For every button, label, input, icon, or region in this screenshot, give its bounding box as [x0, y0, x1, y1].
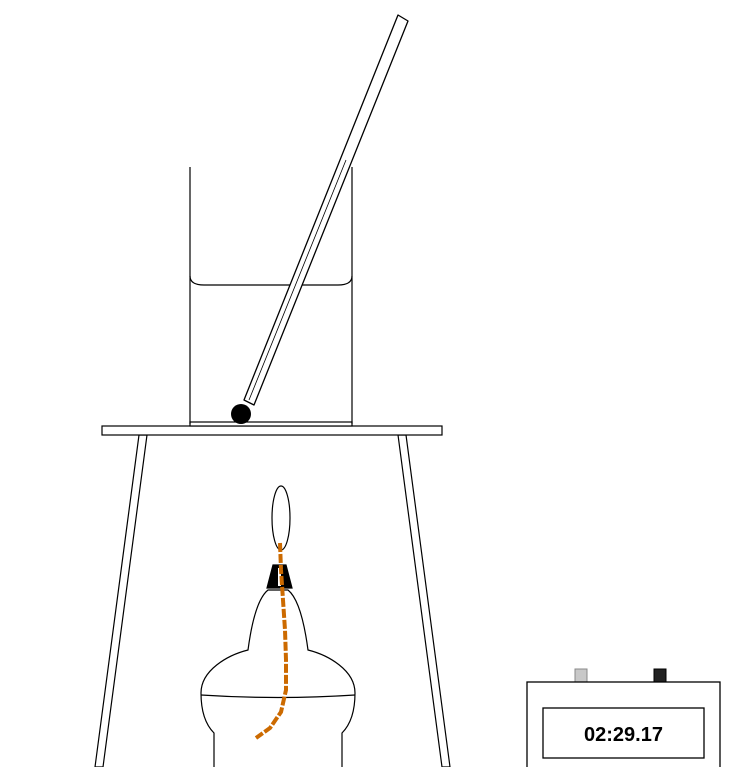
- burner-liquid-line: [200, 694, 356, 699]
- stopwatch: 02:29.17: [526, 668, 721, 767]
- stopwatch-time: 02:29.17: [584, 724, 663, 746]
- burner-body: [200, 589, 356, 767]
- water-meniscus: [189, 275, 353, 286]
- burner-flame: [271, 485, 291, 551]
- stopwatch-stop-button[interactable]: [653, 668, 667, 683]
- tripod-leg-right: [397, 434, 451, 767]
- thermometer: [231, 14, 409, 424]
- tripod-platform: [101, 425, 443, 436]
- burner-wick: [254, 542, 288, 740]
- thermometer-capillary: [248, 159, 347, 401]
- spirit-burner: [200, 485, 356, 767]
- tripod-leg-left: [94, 434, 148, 767]
- beaker: [189, 167, 353, 427]
- beaker-bottom: [189, 421, 353, 427]
- stopwatch-start-button[interactable]: [574, 668, 588, 683]
- stopwatch-display: [542, 707, 705, 759]
- thermometer-bulb: [231, 404, 251, 424]
